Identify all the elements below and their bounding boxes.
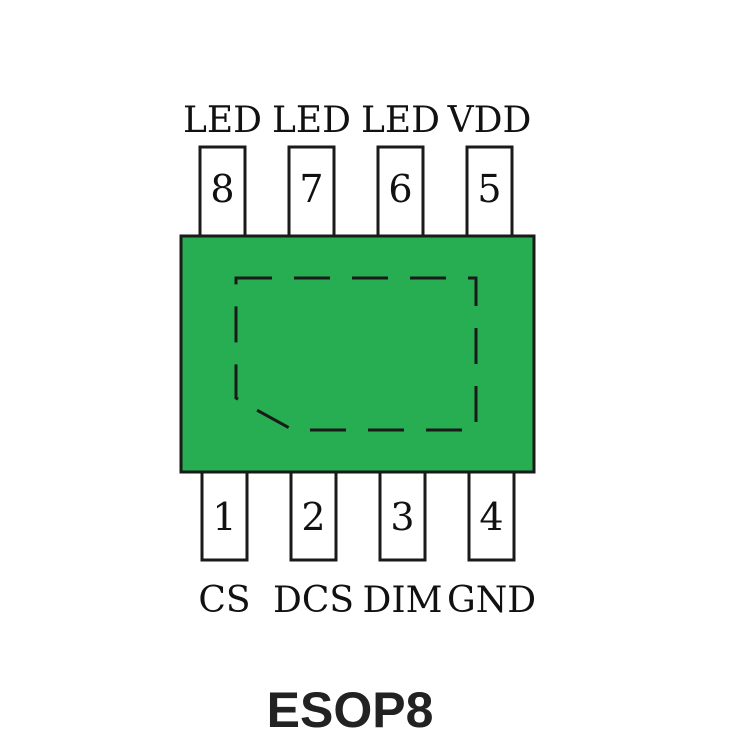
- pin-4-label: GND: [447, 580, 536, 621]
- pin-7: 7 LED: [272, 100, 351, 239]
- pin-3-label: DIM: [363, 580, 443, 621]
- pin-1: 1 CS: [198, 468, 251, 621]
- pin-4-lead: [467, 468, 516, 562]
- pin-6-number: 6: [388, 167, 412, 211]
- bottom-pin-row: 1 CS 2 DCS 3 DIM 4 GND: [198, 468, 536, 621]
- pin-5-label: VDD: [447, 100, 532, 141]
- pin-1-label: CS: [198, 580, 250, 621]
- package-body: [179, 234, 536, 474]
- top-pin-row: 8 LED 7 LED 6 LED 5 VDD: [183, 100, 532, 239]
- pin-8: 8 LED: [183, 100, 262, 239]
- pin-2-lead: [289, 468, 338, 562]
- pin-8-number: 8: [210, 167, 234, 211]
- pin-6: 6 LED: [361, 100, 440, 239]
- pin-8-label: LED: [183, 100, 262, 141]
- pin-5-number: 5: [477, 167, 501, 211]
- pin-3-number: 3: [390, 495, 414, 539]
- pin-1-number: 1: [212, 495, 236, 539]
- pin-2-label: DCS: [273, 580, 354, 621]
- pin-7-label: LED: [272, 100, 351, 141]
- pin-4-number: 4: [479, 495, 503, 539]
- pin-6-label: LED: [361, 100, 440, 141]
- pin-5-lead: [465, 145, 514, 239]
- pin-5: 5 VDD: [447, 100, 532, 239]
- pin-3-lead: [378, 468, 427, 562]
- pin-7-number: 7: [299, 167, 323, 211]
- pin-2-number: 2: [301, 495, 325, 539]
- pin-2: 2 DCS: [273, 468, 354, 621]
- pin-4: 4 GND: [447, 468, 536, 621]
- exposed-pad-outline: [234, 276, 478, 432]
- pin-3: 3 DIM: [363, 468, 443, 621]
- package-name: ESOP8: [267, 682, 434, 738]
